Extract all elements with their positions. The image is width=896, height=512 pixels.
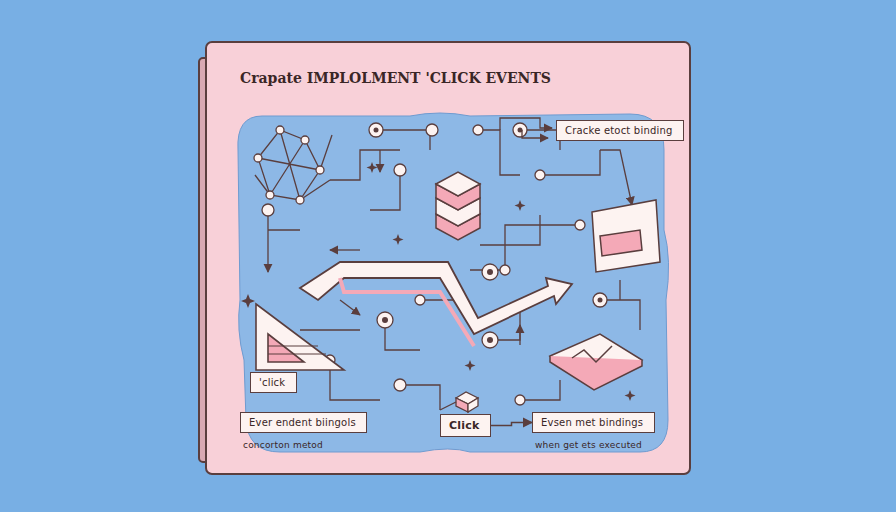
label-box: Evsen met bindingswhen get ets executed — [532, 412, 655, 433]
box-label: Ever endent biingols — [249, 417, 358, 428]
label-box: Cracke etoct binding — [556, 120, 684, 141]
label-box: Click — [440, 414, 491, 437]
box-label: 'click — [259, 377, 288, 388]
connector-arrow — [491, 423, 532, 426]
box-label: Cracke etoct binding — [565, 125, 675, 136]
label-box: 'click — [250, 372, 297, 393]
box-label: Evsen met bindings — [541, 417, 646, 428]
diagram-title: Crapate IMPLOLMENT 'CLICK EVENTS — [240, 70, 551, 86]
label-box: Ever endent biingolsconcorton metod — [240, 412, 367, 433]
box-label: Click — [449, 419, 482, 432]
box-caption: concorton metod — [243, 440, 323, 450]
box-caption: when get ets executed — [535, 440, 642, 450]
